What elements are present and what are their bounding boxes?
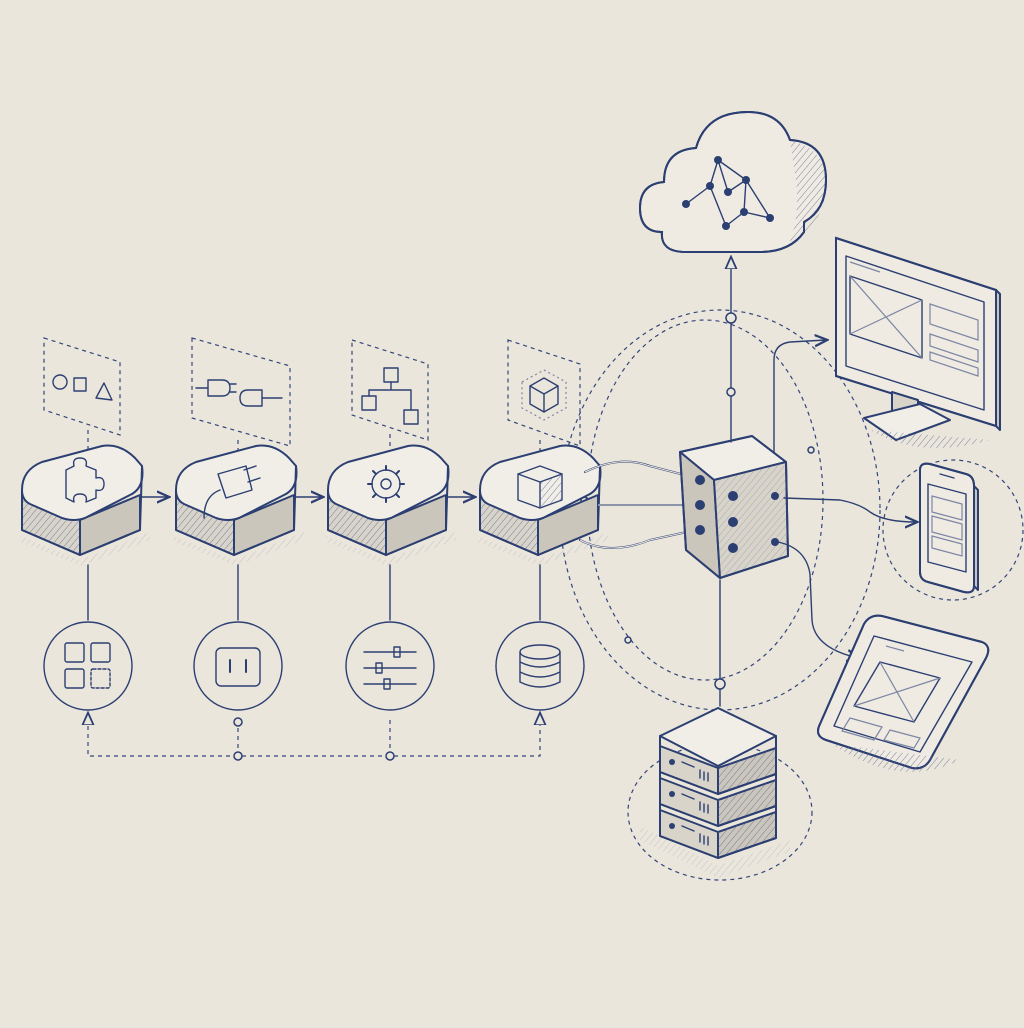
- pipeline-stage-3: [327, 339, 474, 711]
- hub-switch-icon: [679, 435, 789, 579]
- gear-block: [327, 444, 450, 556]
- puzzle-piece-icon: [65, 457, 105, 503]
- plug-icon: [203, 465, 261, 519]
- pipeline-stage-1: [21, 337, 168, 711]
- smartphone-icon: [919, 462, 979, 594]
- server-unit-lights: [669, 759, 709, 846]
- plug-block: [175, 444, 298, 556]
- pipeline-stage-4: [479, 339, 602, 711]
- database-icon: [495, 621, 585, 711]
- desktop-monitor-icon: [835, 236, 1001, 448]
- plug-connect-icon: [191, 337, 291, 458]
- hub-to-cloud-link: [726, 258, 736, 443]
- network-nodes: [682, 156, 774, 230]
- hub-to-server-link: [714, 579, 726, 707]
- pipeline-stage-2: [175, 337, 322, 711]
- grid-blocks-icon: [43, 621, 133, 711]
- stage-to-hub-links: [579, 460, 697, 549]
- cube-icon: [517, 465, 563, 509]
- puzzle-block: [21, 444, 144, 556]
- ground-shadows: [20, 532, 790, 878]
- hub-to-phone-link: [783, 497, 916, 522]
- hub-to-desktop-link: [773, 340, 826, 453]
- server-stack-icon: [659, 707, 777, 859]
- hub-to-tablet-link: [777, 541, 858, 658]
- socket-icon: [193, 621, 283, 711]
- shapes-icon: [43, 337, 121, 455]
- gear-icon: [367, 465, 405, 503]
- feedback-bus: [88, 714, 540, 761]
- cloud-network-icon: [638, 110, 828, 253]
- cube-outline-icon: [507, 339, 581, 456]
- hub-ports: [695, 475, 779, 553]
- hierarchy-icon: [351, 339, 429, 456]
- tablet-icon: [817, 614, 990, 772]
- cube-block: [479, 444, 602, 556]
- sliders-icon: [345, 621, 435, 711]
- phone-orbit-ring: [882, 459, 1024, 601]
